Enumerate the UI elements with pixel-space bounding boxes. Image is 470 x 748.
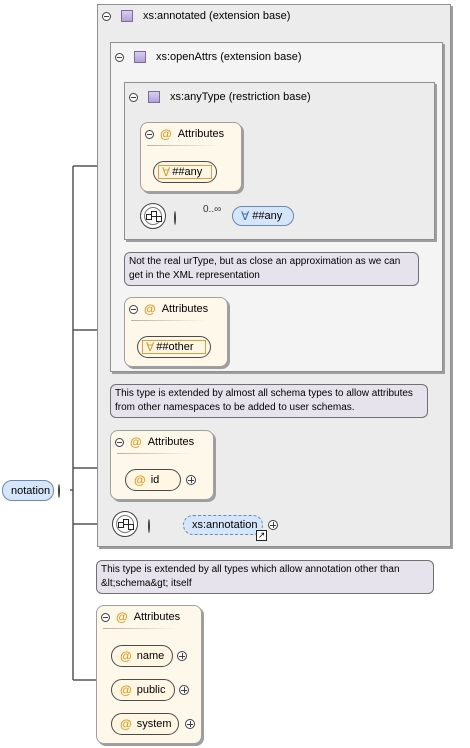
attributes-label: Attributes [133,611,181,623]
expand-icon[interactable] [268,520,278,530]
openattrs-title: xs:openAttrs (extension base) [156,51,302,63]
forall-icon: ∀ [241,209,250,223]
at-icon: @ [120,683,132,697]
annotated-note-text: This type is extended by all types which… [101,564,400,589]
any-element-wildcard[interactable]: ∀ ##any [232,206,294,226]
complex-type-icon [148,91,160,103]
expand-icon[interactable] [177,651,187,661]
collapse-icon[interactable] [102,11,111,21]
other-attribute-wildcard[interactable]: ∀##other [137,336,211,358]
any-attribute-wildcard[interactable]: ∀##any [153,161,217,183]
collapse-icon[interactable] [129,304,138,314]
expand-icon[interactable] [179,685,189,695]
notation-attributes-group: @ Attributes @ name @ public @ system [96,605,202,744]
at-icon: @ [120,717,132,731]
anytype-note-text: Not the real urType, but as close an app… [129,256,401,281]
annotation-element[interactable]: xs:annotation [183,515,263,535]
openattrs-attributes-group: @ Attributes ∀##other [124,297,228,367]
at-icon: @ [116,610,128,624]
attributes-label: Attributes [177,128,225,140]
openattrs-note: This type is extended by almost all sche… [110,384,428,418]
at-icon: @ [120,649,132,663]
at-icon: @ [130,435,142,449]
forall-icon: ∀ [146,340,155,354]
at-icon: @ [144,302,156,316]
divider [147,145,221,146]
any-element-label: ##any [252,210,283,222]
collapse-icon[interactable] [58,484,60,498]
notation-label: notation [11,484,51,497]
divider [117,453,193,454]
attribute-label: public [136,684,166,696]
collapse-icon[interactable] [101,612,110,622]
annotated-attributes-group: @ Attributes @ id [110,430,214,500]
forall-icon: ∀ [162,165,171,179]
attribute-name[interactable]: @ name [111,645,173,667]
divider [103,628,181,629]
sequence-icon[interactable] [140,203,166,229]
expand-icon[interactable] [186,475,196,485]
attributes-label: Attributes [147,436,195,448]
wildcard-label: ##any [172,166,203,178]
collapse-icon[interactable] [174,211,176,225]
collapse-icon[interactable] [148,519,150,533]
attribute-public[interactable]: @ public [111,679,175,701]
attribute-system[interactable]: @ system [111,713,179,735]
openattrs-note-text: This type is extended by almost all sche… [115,388,413,413]
link-arrow-icon[interactable]: ↗ [256,530,267,541]
expand-icon[interactable] [185,719,195,729]
collapse-icon[interactable] [115,52,124,62]
collapse-icon[interactable] [115,437,124,447]
occurrence-label: 0..∞ [203,204,222,215]
notation-element[interactable]: notation [2,480,54,501]
annotated-title: xs:annotated (extension base) [143,10,291,22]
attribute-id[interactable]: @ id [125,469,181,491]
sequence-icon[interactable] [112,511,138,537]
collapse-icon[interactable] [129,92,138,102]
annotation-label: xs:annotation [192,519,258,531]
anytype-title: xs:anyType (restriction base) [170,91,311,103]
wildcard-label: ##other [156,341,194,353]
complex-type-icon [134,51,146,63]
at-icon: @ [160,127,172,141]
at-icon: @ [134,473,146,487]
attributes-label: Attributes [161,303,209,315]
attribute-label: system [136,718,172,730]
anytype-attributes-group: @ Attributes ∀##any [140,122,242,192]
complex-type-icon [121,10,133,22]
divider [131,320,207,321]
annotated-note: This type is extended by all types which… [96,560,434,594]
collapse-icon[interactable] [145,129,154,139]
attribute-name: id [150,474,160,486]
anytype-note: Not the real urType, but as close an app… [124,252,419,286]
attribute-label: name [136,650,165,662]
